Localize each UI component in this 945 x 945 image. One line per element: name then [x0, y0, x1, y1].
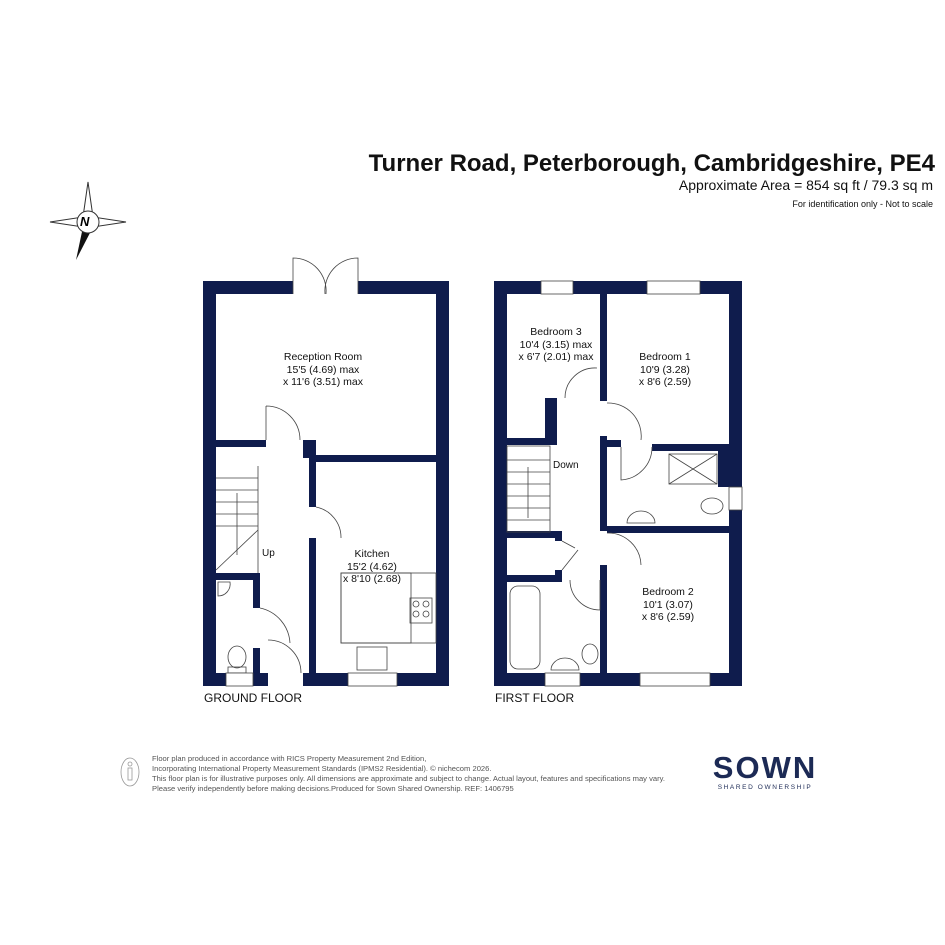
room-dim: x 6'7 (2.01) max: [518, 351, 594, 363]
footer-line: Incorporating International Property Mea…: [152, 764, 492, 773]
brand-tagline: SHARED OWNERSHIP: [717, 784, 813, 791]
first-floor-label: FIRST FLOOR: [495, 691, 575, 705]
first-floor-fixtures: [506, 280, 743, 687]
footer-line: This floor plan is for illustrative purp…: [152, 774, 665, 783]
footer-line: Please verify independently before makin…: [152, 784, 514, 793]
room-dim: 10'9 (3.28): [640, 363, 690, 376]
compass-north-label: N: [80, 214, 90, 229]
approximate-area: Approximate Area = 854 sq ft / 79.3 sq m: [678, 177, 933, 193]
room-name: Bedroom 2: [642, 586, 694, 598]
room-dim: x 8'6 (2.59): [641, 611, 695, 623]
ground-floor-plan: [203, 281, 449, 686]
room-name: Bedroom 3: [530, 326, 582, 338]
room-name: Kitchen: [354, 548, 390, 560]
room-dim: x 8'10 (2.68): [342, 573, 402, 585]
room-reception: Reception Room 15'5 (4.69) max x 11'6 (3…: [283, 351, 363, 389]
room-bedroom-3: Bedroom 3 10'4 (3.15) max x 6'7 (2.01) m…: [519, 326, 594, 364]
stairs-down-label: Down: [553, 460, 579, 471]
stairs-up-label: Up: [262, 548, 275, 559]
room-dim: 10'4 (3.15) max: [519, 338, 593, 351]
room-dim: 15'2 (4.62): [347, 560, 397, 573]
room-kitchen: Kitchen 15'2 (4.62) x 8'10 (2.68): [343, 548, 401, 586]
room-dim: 15'5 (4.69) max: [286, 363, 360, 376]
room-dim: 10'1 (3.07): [643, 598, 693, 611]
room-dim: x 8'6 (2.59): [638, 376, 692, 388]
footer-line: Floor plan produced in accordance with R…: [152, 754, 427, 763]
footer-disclaimer: Floor plan produced in accordance with R…: [152, 754, 665, 794]
room-name: Bedroom 1: [639, 351, 691, 363]
room-name: Reception Room: [283, 351, 363, 363]
ground-floor-label: GROUND FLOOR: [204, 691, 303, 705]
ground-floor-fixtures: [215, 257, 437, 687]
scale-note: For identification only - Not to scale: [792, 199, 933, 209]
property-title: Turner Road, Peterborough, Cambridgeshir…: [368, 150, 935, 177]
first-floor-plan: [494, 281, 742, 686]
person-info-icon: [120, 757, 140, 787]
room-dim: x 11'6 (3.51) max: [282, 376, 364, 388]
room-bedroom-1: Bedroom 1 10'9 (3.28) x 8'6 (2.59): [639, 351, 691, 389]
brand-name: SOWN: [712, 750, 818, 785]
compass-icon: [49, 181, 127, 260]
sown-logo: SOWN SHARED OWNERSHIP: [705, 750, 825, 792]
room-bedroom-2: Bedroom 2 10'1 (3.07) x 8'6 (2.59): [642, 586, 694, 624]
